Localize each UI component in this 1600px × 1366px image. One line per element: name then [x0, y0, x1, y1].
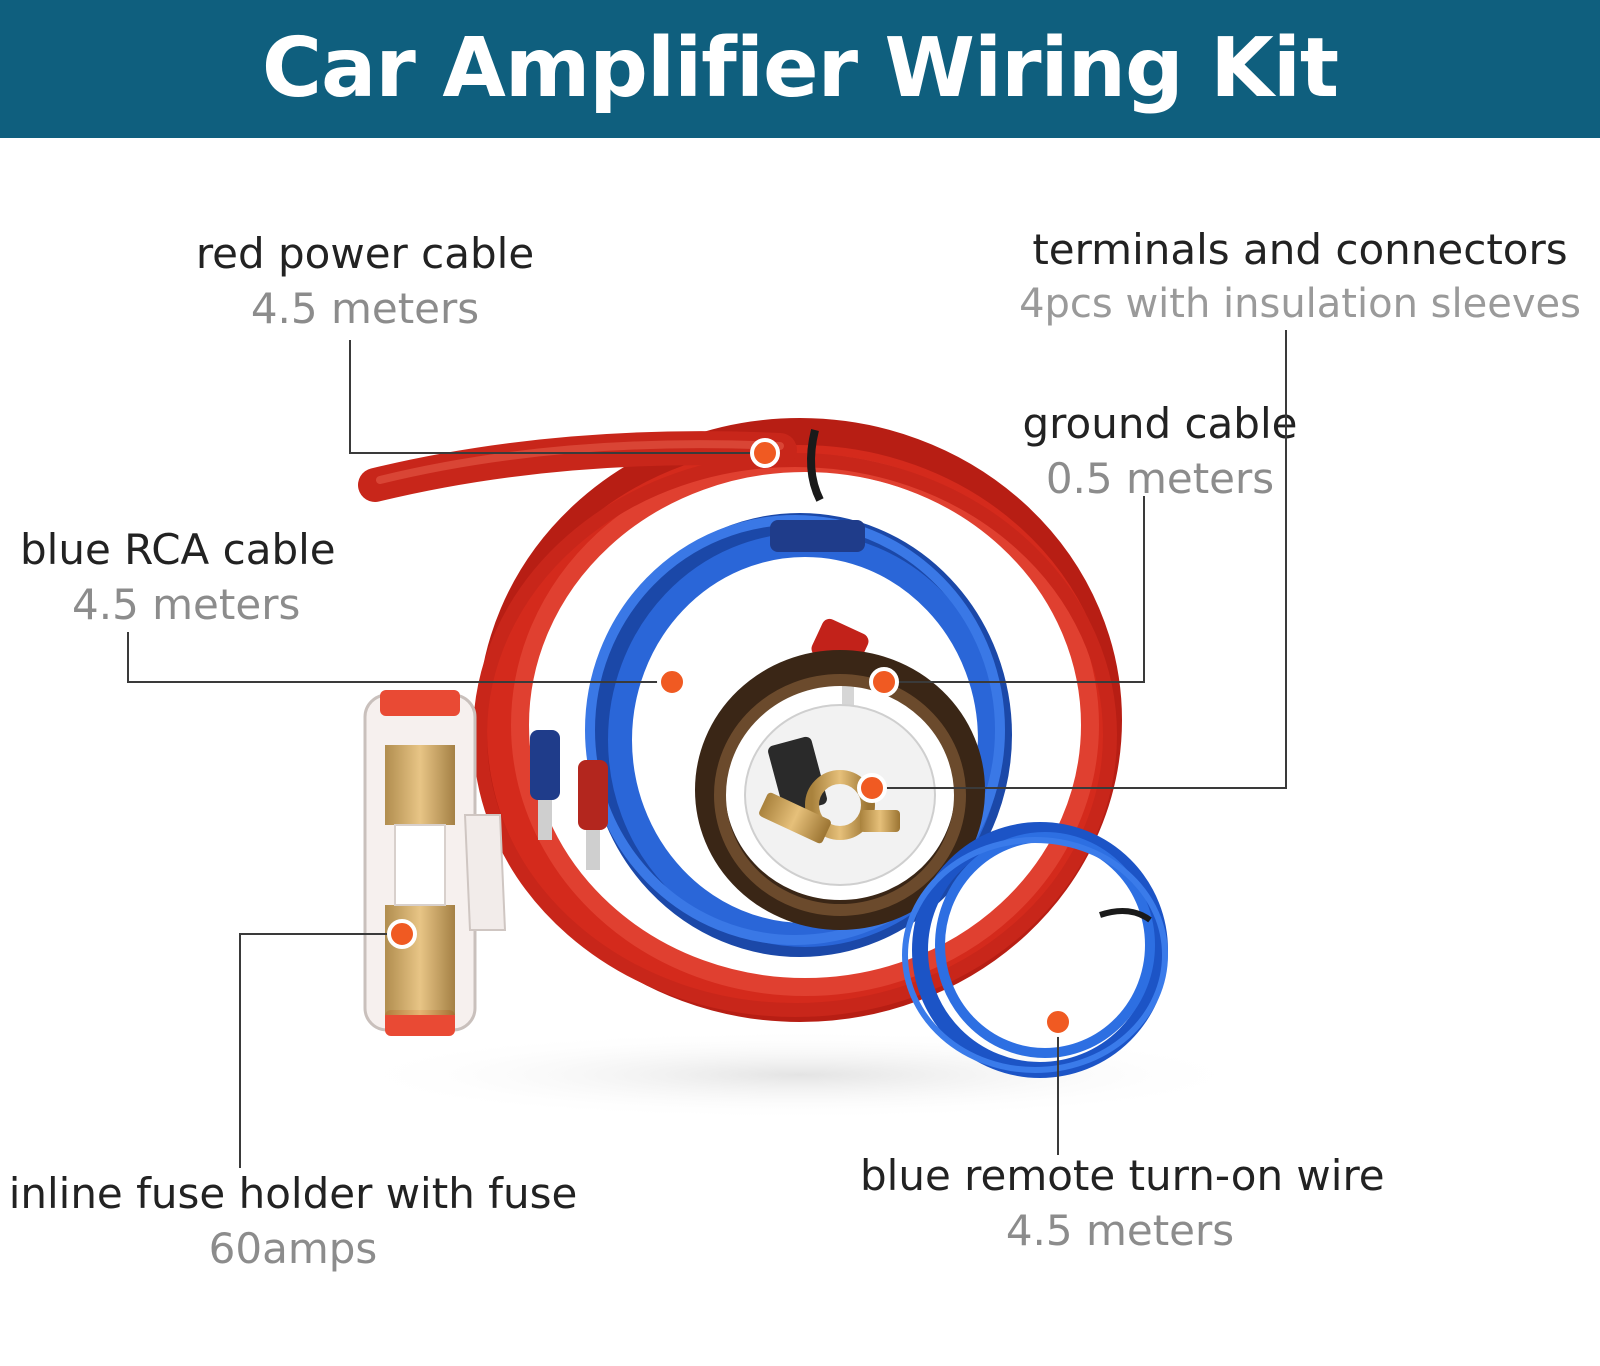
callout-name: terminals and connectors [1032, 225, 1568, 274]
callout-detail: 4.5 meters [72, 579, 301, 629]
callout-detail: 60amps [208, 1223, 378, 1273]
marker-ground-cable [869, 667, 899, 697]
zip-tie [807, 429, 824, 502]
red-power-cable-coil [358, 418, 1122, 1022]
callout-ground-cable: ground cable 0.5 meters [1010, 398, 1310, 507]
callout-name: blue RCA cable [20, 525, 336, 574]
callout-detail: 4pcs with insulation sleeves [1019, 280, 1581, 327]
marker-red-power-cable [750, 438, 780, 468]
callout-name: red power cable [195, 229, 535, 278]
remote-wire-coil [902, 822, 1168, 1078]
marker-blue-rca-cable [657, 667, 687, 697]
callout-blue-rca-cable: blue RCA cable 4.5 meters [20, 524, 350, 633]
callout-inline-fuse-holder: inline fuse holder with fuse 60amps [8, 1168, 578, 1277]
callout-detail: 4.5 meters [1005, 1205, 1235, 1255]
terminals-bag [744, 704, 936, 886]
callout-name: blue remote turn-on wire [860, 1151, 1385, 1200]
marker-remote-wire [1043, 1007, 1073, 1037]
fuse-holder [363, 690, 507, 1036]
callout-name: inline fuse holder with fuse [8, 1169, 578, 1218]
callout-name: ground cable [1022, 399, 1298, 448]
marker-terminals [857, 773, 887, 803]
callout-terminals-connectors: terminals and connectors 4pcs with insul… [1010, 224, 1590, 331]
callout-detail: 0.5 meters [1045, 453, 1275, 503]
title-banner: Car Amplifier Wiring Kit [0, 0, 1600, 138]
callout-detail: 4.5 meters [250, 283, 480, 333]
marker-fuse-holder [387, 919, 417, 949]
page-title: Car Amplifier Wiring Kit [261, 21, 1339, 116]
callout-blue-remote-wire: blue remote turn-on wire 4.5 meters [860, 1150, 1385, 1259]
callout-red-power-cable: red power cable 4.5 meters [150, 228, 580, 337]
callout-markers [387, 438, 1073, 1037]
product-illustration [127, 330, 1287, 1168]
ground-cable-coil [695, 650, 985, 930]
leader-lines [127, 330, 1287, 1168]
